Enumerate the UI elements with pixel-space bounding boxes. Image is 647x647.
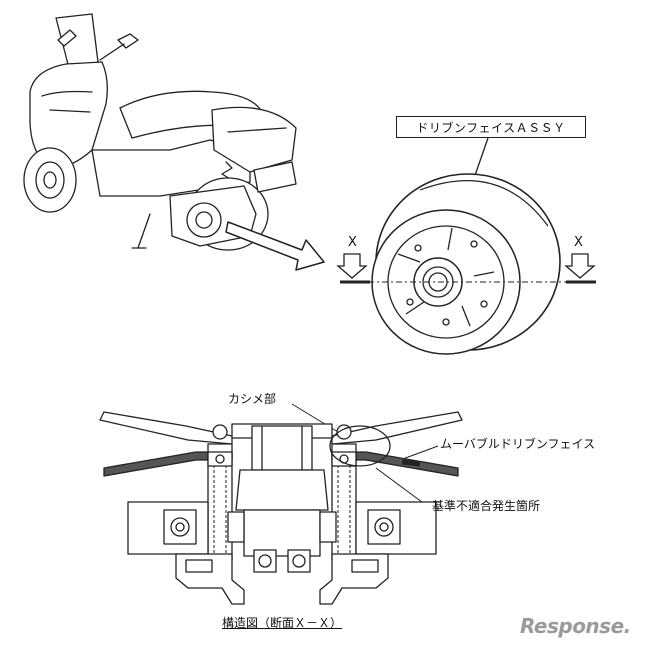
assy-label: ドリブンフェイスＡＳＳＹ bbox=[396, 116, 586, 138]
pointer-arrow bbox=[225, 221, 325, 271]
scooter-illustration bbox=[23, 13, 297, 251]
defect-location-label: 基準不適合発生箇所 bbox=[432, 499, 541, 513]
kashime-label: カシメ部 bbox=[228, 392, 277, 406]
section-marker-left: X bbox=[348, 235, 357, 250]
driven-face-assy-view bbox=[336, 137, 596, 355]
movable-face-label: ムーバブルドリブンフェイス bbox=[440, 437, 596, 451]
cross-section-drawing bbox=[99, 403, 463, 605]
figure-caption: 構造図（断面Ｘ－Ｘ） bbox=[222, 616, 343, 630]
section-marker-right: X bbox=[574, 235, 583, 250]
watermark-logo: Response. bbox=[520, 614, 631, 638]
